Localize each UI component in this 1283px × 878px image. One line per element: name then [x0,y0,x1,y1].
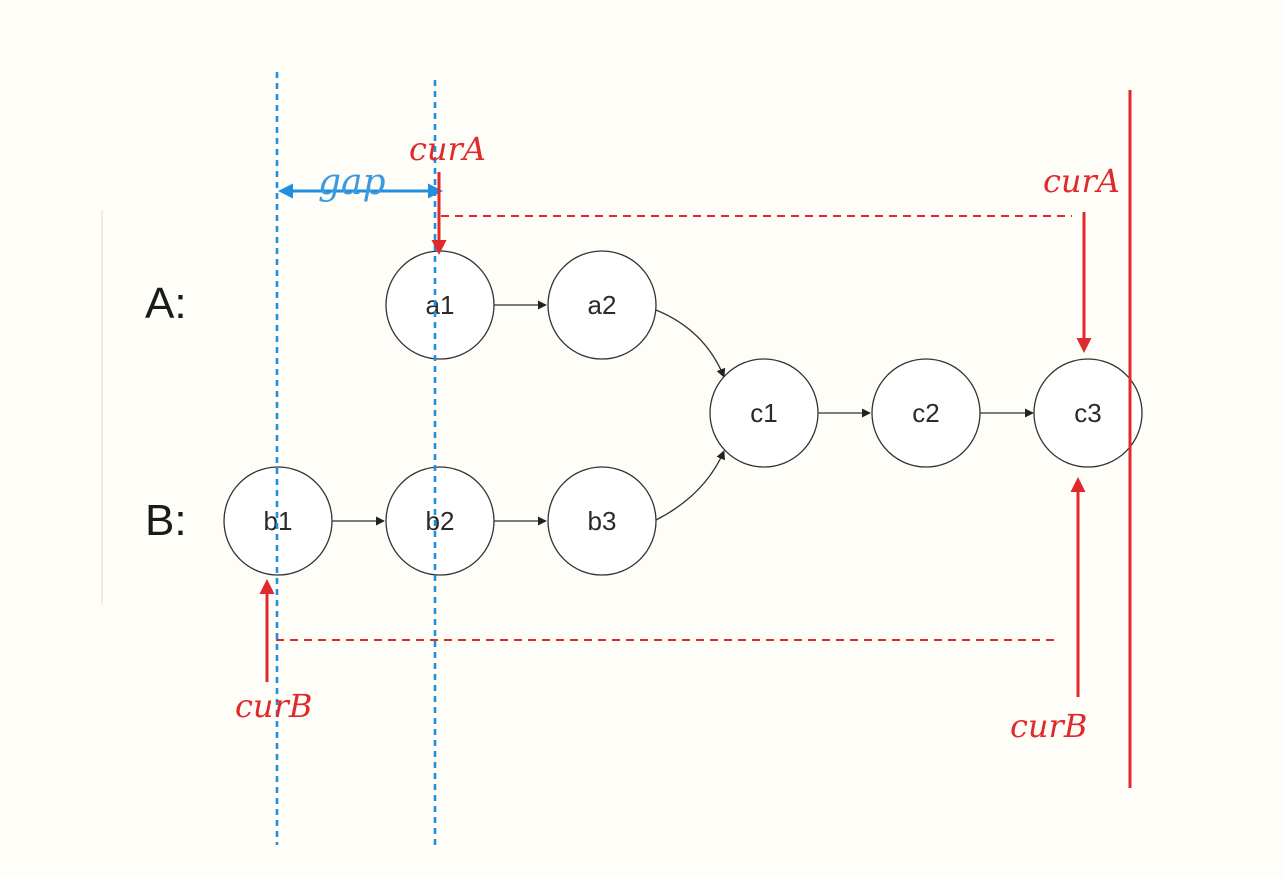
node-b2-label: b2 [426,506,455,536]
cur-a-end-label: curA [1043,162,1120,200]
node-c3-label: c3 [1074,398,1101,428]
node-b3: b3 [547,466,657,576]
list-b-label: B: [145,496,187,545]
node-a2: a2 [547,250,657,360]
node-b1: b1 [223,466,333,576]
node-b1-label: b1 [264,506,293,536]
node-b3-label: b3 [588,506,617,536]
node-a2-label: a2 [588,290,617,320]
node-c3: c3 [1033,358,1143,468]
cur-b-end-label: curB [1010,707,1087,745]
cur-b-start-label: curB [235,687,312,725]
node-a1-label: a1 [426,290,455,320]
node-c1-label: c1 [750,398,777,428]
node-c1: c1 [709,358,819,468]
node-b2: b2 [385,466,495,576]
list-a-label: A: [145,279,187,328]
node-a1: a1 [385,250,495,360]
link-b3-c1 [655,450,725,521]
node-c2-label: c2 [912,398,939,428]
link-a2-c1 [655,309,726,378]
gap-label: gap [318,162,386,203]
cur-a-start-label: curA [409,130,486,168]
node-c2: c2 [871,358,981,468]
